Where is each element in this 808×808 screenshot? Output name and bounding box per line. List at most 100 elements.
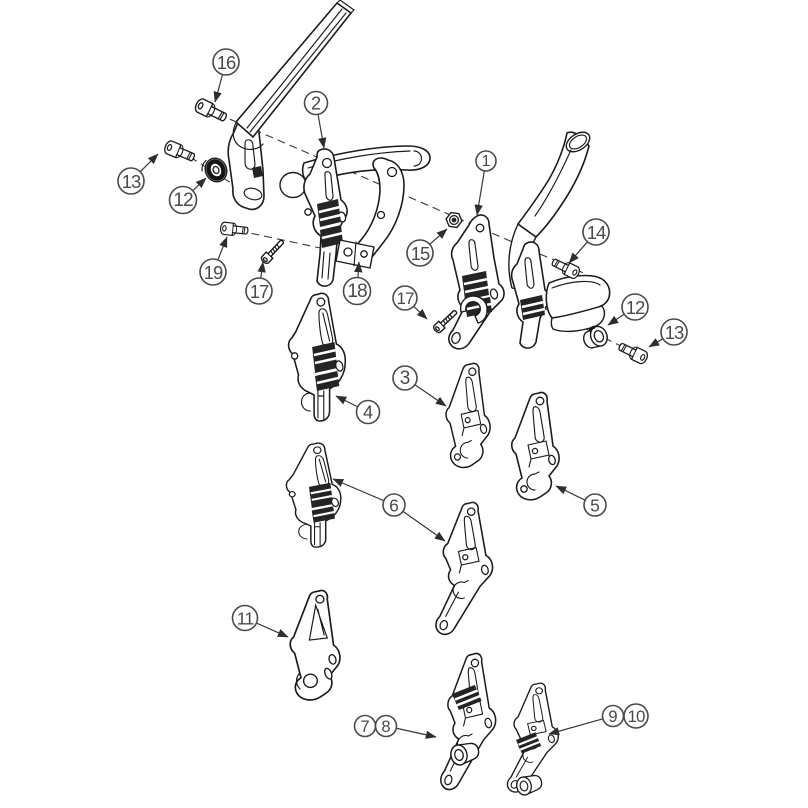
callout-14: 14 xyxy=(568,218,610,264)
bracket-part6-left xyxy=(286,443,340,547)
balloon-number: 10 xyxy=(628,707,645,726)
callout-12: 12 xyxy=(168,177,207,215)
leader-line xyxy=(607,313,625,326)
left-lever-assembly xyxy=(227,0,431,287)
balloon-number: 18 xyxy=(347,281,367,302)
callout-7: 7 xyxy=(353,714,377,738)
balloon-circle xyxy=(382,493,406,517)
balloon-circle xyxy=(406,239,434,267)
balloon-circle xyxy=(117,167,145,195)
balloon-number: 11 xyxy=(237,609,255,629)
left-pivot-boss xyxy=(279,171,307,199)
callout-11: 11 xyxy=(231,604,289,638)
balloon-number: 1 xyxy=(482,153,491,170)
leader-line xyxy=(213,74,224,103)
balloon-number: 15 xyxy=(411,243,430,264)
bracket-part4 xyxy=(289,293,346,421)
callout-13: 13 xyxy=(117,153,159,195)
balloon-circle xyxy=(582,218,610,246)
balloon-circle xyxy=(168,185,198,215)
balloon-circle xyxy=(623,703,649,729)
leader-line xyxy=(354,261,363,278)
right-cam-hook xyxy=(459,295,488,324)
bracket-part6-center xyxy=(435,501,494,636)
right-lever-blade xyxy=(545,274,611,333)
bearing-12-left xyxy=(199,154,231,186)
balloon-number: 12 xyxy=(173,190,193,211)
balloon-circle xyxy=(212,48,240,76)
balloon-number: 17 xyxy=(397,289,414,308)
leader-line xyxy=(396,727,437,739)
balloon-number: 6 xyxy=(389,496,399,516)
callout-17: 17 xyxy=(245,261,273,305)
leader-line xyxy=(474,170,485,216)
balloon-circle xyxy=(392,285,418,311)
callout-1: 1 xyxy=(474,150,497,216)
leader-line xyxy=(257,261,266,279)
screw-17-left xyxy=(259,237,287,266)
right-lever-assembly xyxy=(448,131,611,350)
callout-9: 9 xyxy=(548,704,625,736)
balloon-number: 12 xyxy=(626,297,645,318)
balloon-circle xyxy=(583,493,607,517)
balloon-circle xyxy=(392,365,418,391)
right-front-plate xyxy=(510,241,551,349)
balloon-circle xyxy=(199,258,227,286)
balloon-circle xyxy=(342,276,372,306)
leader-line xyxy=(555,485,586,501)
bracket-part7-8 xyxy=(439,652,497,791)
leader-line xyxy=(139,153,159,173)
right-handle-tube xyxy=(517,131,591,238)
leader-line xyxy=(332,478,385,502)
callout-5: 5 xyxy=(555,485,607,517)
callout-16: 16 xyxy=(212,48,240,103)
leader-line xyxy=(192,177,207,192)
mount-plate-part2 xyxy=(303,148,348,287)
callout-13: 13 xyxy=(648,318,688,348)
callout-3: 3 xyxy=(392,365,447,407)
callout-19: 19 xyxy=(199,236,228,286)
leader-line xyxy=(335,395,358,408)
balloon-circle xyxy=(303,90,329,116)
callout-4: 4 xyxy=(335,395,381,425)
balloon-number: 8 xyxy=(381,717,390,736)
callout-18: 18 xyxy=(342,261,372,306)
bracket-parts xyxy=(286,293,559,797)
bracket-part11 xyxy=(290,591,340,700)
leader-line xyxy=(429,228,448,245)
balloon-number: 13 xyxy=(122,171,141,192)
bolt-14 xyxy=(549,255,582,281)
callout-2: 2 xyxy=(303,90,329,149)
bracket-part9-10 xyxy=(506,682,559,797)
bracket-part5 xyxy=(512,392,559,499)
callout-12: 12 xyxy=(607,293,649,326)
balloon-number: 9 xyxy=(608,707,617,726)
bolt-13-right xyxy=(616,339,650,366)
balloon-number: 5 xyxy=(590,496,600,516)
balloon-number: 16 xyxy=(217,52,236,73)
callout-6: 6 xyxy=(332,478,446,542)
balloon-circle xyxy=(621,293,649,321)
balloon-circle xyxy=(231,604,259,632)
leader-line xyxy=(568,241,588,264)
balloon-number: 17 xyxy=(250,281,269,302)
leader-line xyxy=(648,338,664,348)
balloon-number: 14 xyxy=(587,222,606,243)
bracket-part3 xyxy=(446,363,490,467)
leader-line xyxy=(413,305,428,320)
callout-10: 10 xyxy=(623,703,649,729)
leader-line xyxy=(548,718,604,736)
bolt-13-left xyxy=(162,138,198,165)
callout-8: 8 xyxy=(374,714,437,739)
balloon-number: 19 xyxy=(204,262,223,283)
leader-line xyxy=(402,510,446,542)
balloon-circle xyxy=(660,318,688,346)
left-handle xyxy=(232,0,355,150)
balloon-number: 2 xyxy=(311,94,321,114)
balloon-number: 4 xyxy=(363,403,373,423)
balloon-circle xyxy=(245,277,273,305)
bolt-19 xyxy=(219,221,250,238)
